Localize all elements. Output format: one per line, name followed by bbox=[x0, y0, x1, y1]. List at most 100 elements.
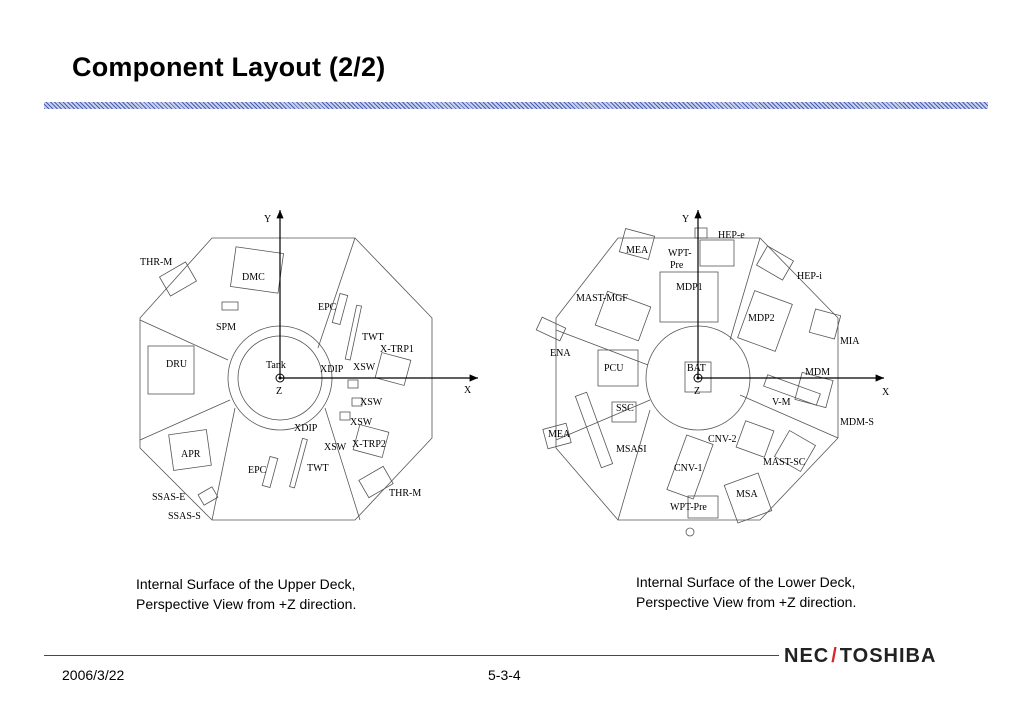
lower-deck-outline bbox=[555, 237, 839, 521]
pcu-label: PCU bbox=[604, 363, 624, 374]
apr-label: APR bbox=[181, 449, 201, 460]
thr-m-bot-box bbox=[358, 465, 394, 499]
twt-bot-label: TWT bbox=[307, 463, 329, 474]
msa-box bbox=[723, 472, 773, 524]
upper-x-label: X bbox=[464, 385, 472, 396]
v-m-box bbox=[763, 374, 821, 406]
epc-bot-box bbox=[261, 455, 279, 489]
cnv1-box bbox=[666, 434, 714, 500]
msa-label: MSA bbox=[736, 489, 758, 500]
mdp2-box bbox=[737, 290, 793, 352]
xtrp2-box bbox=[352, 424, 390, 458]
mast-sc-label: MAST-SC bbox=[763, 457, 806, 468]
mdm-s-label: MDM-S bbox=[840, 417, 874, 428]
upper-deck-caption: Internal Surface of the Upper Deck, Pers… bbox=[136, 574, 356, 614]
mea-top-box bbox=[618, 228, 656, 260]
upper-z-label: Z bbox=[276, 386, 282, 397]
hep-e-label: HEP-e bbox=[718, 230, 745, 241]
upper-caption-line-1: Internal Surface of the Upper Deck, bbox=[136, 576, 356, 592]
spm-box bbox=[221, 301, 239, 311]
upper-deck-labels: Y X Z Tank THR-M DMC EPC SPM TWT X-TRP1 … bbox=[140, 214, 472, 522]
mast-sc-box bbox=[773, 429, 817, 473]
wpt-pre-top-box bbox=[699, 239, 735, 267]
ssas-s-label: SSAS-S bbox=[168, 511, 201, 522]
thr-m-top-label: THR-M bbox=[140, 257, 172, 268]
upper-deck-diagram bbox=[139, 210, 478, 521]
mia-box bbox=[808, 308, 842, 340]
dmc-label: DMC bbox=[242, 272, 265, 283]
hep-i-label: HEP-i bbox=[797, 271, 822, 282]
mea-bot-label: MEA bbox=[548, 429, 571, 440]
mast-mgf-label: MAST-MGF bbox=[576, 293, 628, 304]
cnv2-label: CNV-2 bbox=[708, 434, 737, 445]
footer-date: 2006/3/22 bbox=[62, 667, 125, 683]
twt-top-label: TWT bbox=[362, 332, 384, 343]
mdp2-label: MDP2 bbox=[748, 313, 775, 324]
epc-bot-label: EPC bbox=[248, 465, 267, 476]
logo-nec: NEC bbox=[784, 645, 830, 667]
xsw-label-2: XSW bbox=[360, 397, 383, 408]
xtrp1-box bbox=[374, 352, 412, 386]
hep-i-box bbox=[755, 245, 795, 281]
lower-y-label: Y bbox=[682, 214, 689, 225]
dru-label: DRU bbox=[166, 359, 188, 370]
footer-page-number: 5-3-4 bbox=[488, 667, 521, 683]
cnv2-box bbox=[735, 420, 775, 458]
upper-deck-outline bbox=[139, 237, 433, 521]
pcu-box bbox=[597, 349, 639, 387]
mia-label: MIA bbox=[840, 336, 860, 347]
footer-line bbox=[44, 655, 779, 656]
mast-mgf-box bbox=[594, 290, 652, 342]
xdip-bot-label: XDIP bbox=[294, 423, 318, 434]
upper-y-label: Y bbox=[264, 214, 271, 225]
lower-x-label: X bbox=[882, 387, 890, 398]
thr-m-bot-label: THR-M bbox=[389, 488, 421, 499]
tank-label: Tank bbox=[266, 360, 286, 371]
mdp1-box bbox=[659, 271, 719, 323]
xtrp2-label: X-TRP2 bbox=[352, 439, 386, 450]
title-divider-band bbox=[44, 102, 988, 109]
epc-top-label: EPC bbox=[318, 302, 337, 313]
apr-box bbox=[168, 429, 212, 471]
ena-box bbox=[535, 316, 567, 342]
dmc-box bbox=[229, 246, 285, 294]
wpt-pre-top-label-1: WPT- bbox=[668, 248, 692, 259]
dru-box bbox=[147, 345, 195, 395]
mdm-label: MDM bbox=[805, 367, 830, 378]
hep-e-box bbox=[694, 227, 708, 239]
lower-deck-labels: Y X Z BAT HEP-e MEA WPT- Pre HEP-i MDP1 … bbox=[548, 214, 890, 513]
logo-slash: / bbox=[831, 645, 838, 667]
ena-label: ENA bbox=[550, 348, 571, 359]
lower-deck-caption: Internal Surface of the Lower Deck, Pers… bbox=[636, 572, 856, 612]
ssas-e-label: SSAS-E bbox=[152, 492, 185, 503]
mea-top-label: MEA bbox=[626, 245, 649, 256]
ssas-e-box bbox=[197, 486, 219, 506]
ssc-box bbox=[611, 401, 637, 423]
lower-caption-line-2: Perspective View from +Z direction. bbox=[636, 594, 857, 610]
cnv1-label: CNV-1 bbox=[674, 463, 703, 474]
lower-z-label: Z bbox=[694, 386, 700, 397]
msasi-label: MSASI bbox=[616, 444, 647, 455]
upper-caption-line-2: Perspective View from +Z direction. bbox=[136, 596, 357, 612]
xsw-label-3: XSW bbox=[350, 417, 373, 428]
nec-toshiba-logo: NEC/TOSHIBA bbox=[784, 645, 936, 668]
page-title: Component Layout (2/2) bbox=[72, 52, 386, 82]
xdip-top-label: XDIP bbox=[320, 364, 344, 375]
v-m-label: V-M bbox=[772, 397, 791, 408]
bat-label: BAT bbox=[687, 363, 706, 374]
logo-toshiba: TOSHIBA bbox=[839, 645, 937, 667]
lower-caption-line-1: Internal Surface of the Lower Deck, bbox=[636, 574, 856, 590]
wpt-pre-top-label-2: Pre bbox=[670, 260, 684, 271]
twt-top-box bbox=[344, 304, 363, 361]
xsw-label-1: XSW bbox=[353, 362, 376, 373]
wpt-pre-bot-label: WPT-Pre bbox=[670, 502, 707, 513]
thr-m-top-box bbox=[158, 261, 198, 297]
mdp1-label: MDP1 bbox=[676, 282, 703, 293]
xsw-label-4: XSW bbox=[324, 442, 347, 453]
xtrp1-label: X-TRP1 bbox=[380, 344, 414, 355]
ssc-label: SSC bbox=[616, 403, 634, 414]
msasi-box bbox=[574, 391, 614, 469]
twt-bot-box bbox=[289, 437, 308, 489]
spm-label: SPM bbox=[216, 322, 236, 333]
